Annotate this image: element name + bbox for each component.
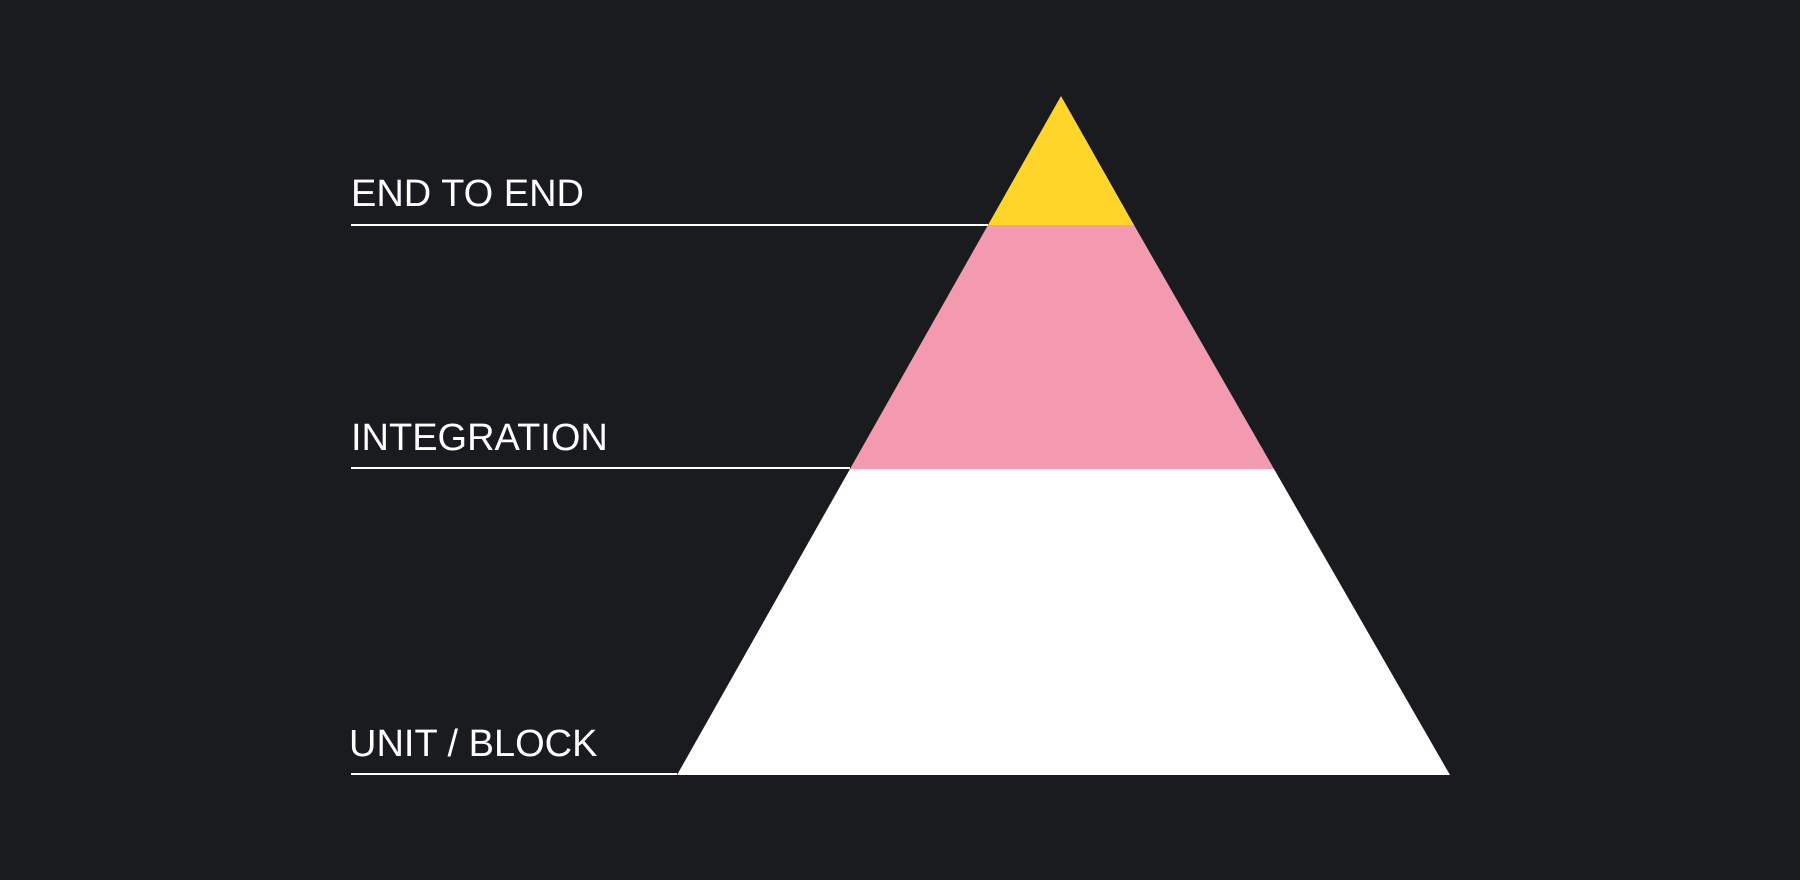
label-end-to-end: END TO END bbox=[351, 173, 584, 215]
tier-integration-shape bbox=[850, 225, 1274, 469]
pyramid bbox=[677, 96, 1450, 775]
label-integration: INTEGRATION bbox=[351, 417, 608, 459]
label-unit-block: UNIT / BLOCK bbox=[349, 723, 597, 765]
tier-unit-block-shape bbox=[677, 469, 1450, 775]
tier-end-to-end-shape bbox=[988, 96, 1134, 225]
leader-lines bbox=[351, 224, 988, 775]
tier-labels: END TO END INTEGRATION UNIT / BLOCK bbox=[349, 173, 608, 765]
